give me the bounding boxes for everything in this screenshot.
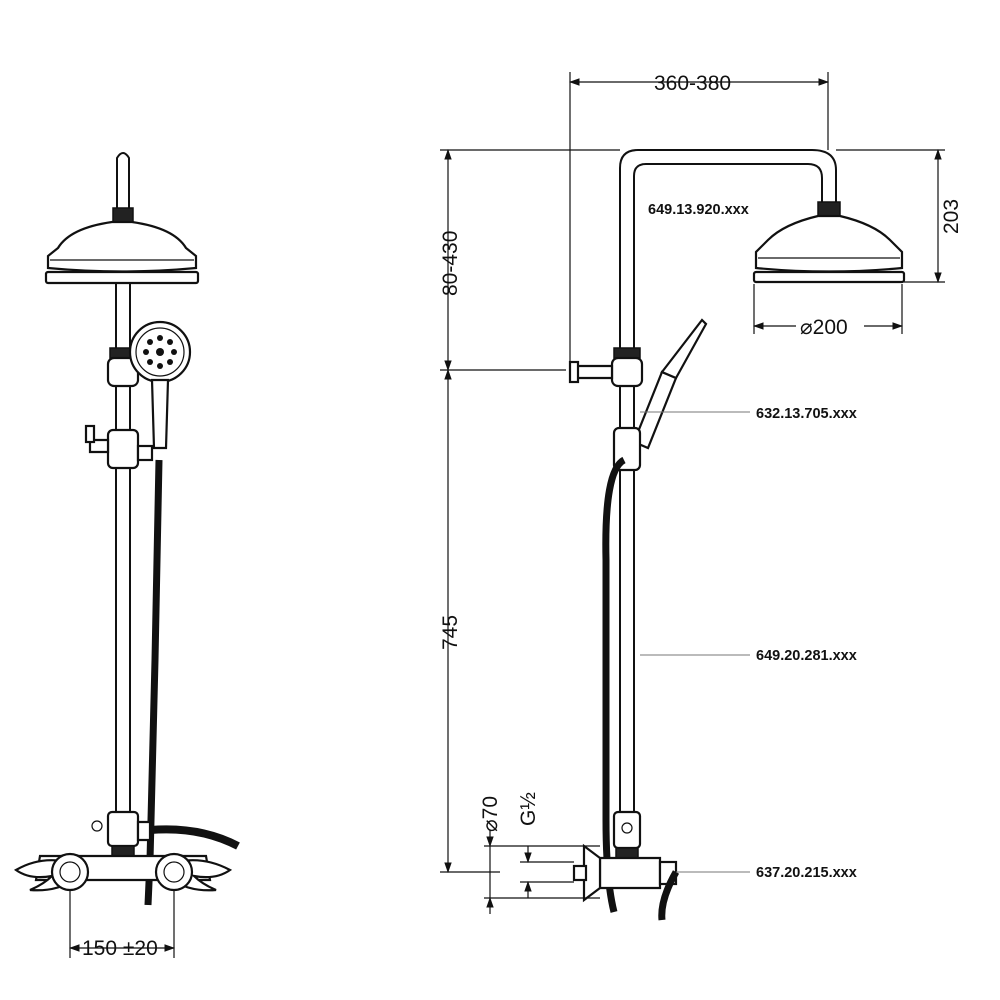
- side-view: [568, 149, 906, 921]
- thread-dimension: G½: [517, 792, 540, 826]
- height-adjust-dimension: 80-430: [439, 231, 462, 296]
- part-number-riser-rail: 649.20.281.xxx: [756, 648, 857, 664]
- rail-height-dimension: 745: [439, 615, 462, 650]
- inlet-spacing-dimension: 150 ±20: [82, 937, 158, 960]
- top-width-dimension: 360-380: [654, 72, 731, 95]
- flange-diameter-dimension: ⌀70: [479, 796, 502, 832]
- front-view: [13, 152, 240, 958]
- part-number-shower-head: 649.13.920.xxx: [648, 202, 749, 218]
- head-diameter-dimension: ⌀200: [800, 316, 848, 339]
- hand-shower-nozzles: [143, 335, 177, 369]
- part-number-mixer: 637.20.215.xxx: [756, 865, 857, 881]
- part-number-hand-shower: 632.13.705.xxx: [756, 406, 857, 422]
- head-height-dimension: 203: [940, 199, 963, 234]
